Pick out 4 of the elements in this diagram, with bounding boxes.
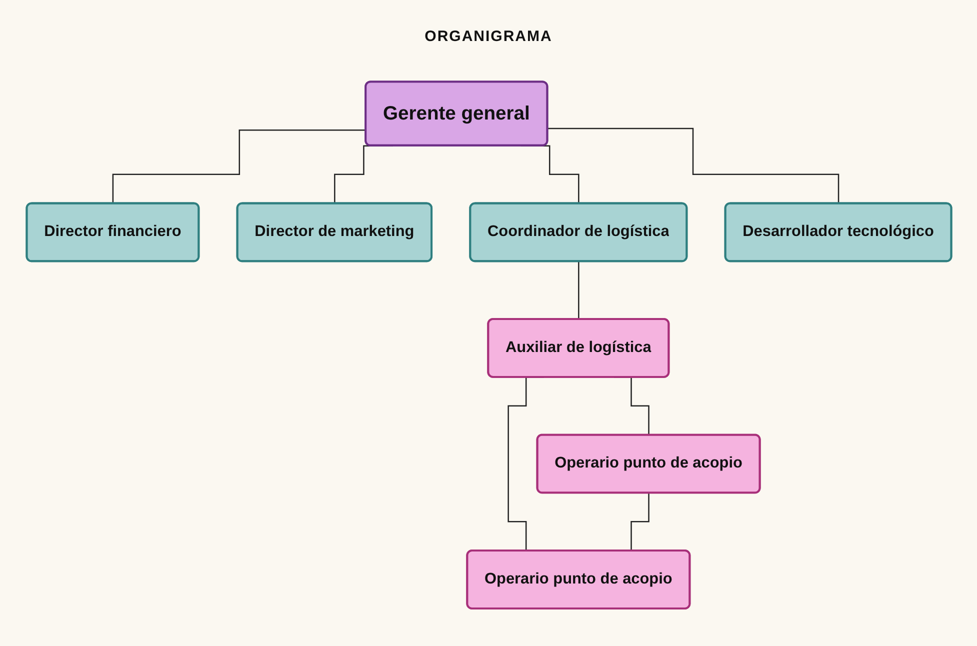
connector	[112, 130, 366, 205]
connector	[547, 128, 839, 205]
connector	[578, 261, 580, 321]
diagram-title: ORGANIGRAMA	[424, 28, 552, 45]
